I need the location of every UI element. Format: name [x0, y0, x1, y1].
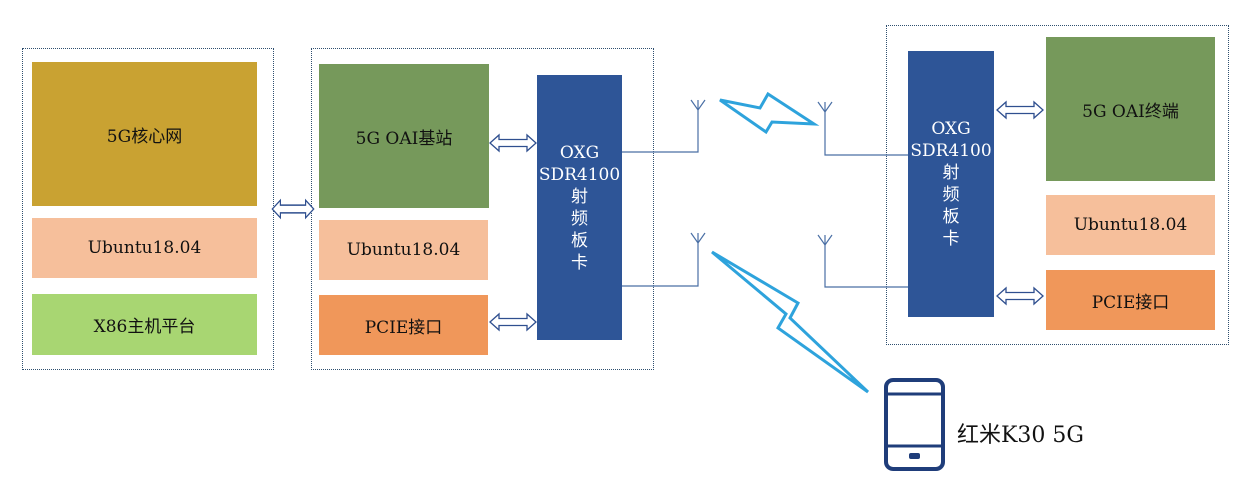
ue-pcie-block: PCIE接口 — [1046, 270, 1215, 330]
lightning-icon — [719, 91, 820, 135]
smartphone-icon — [884, 378, 945, 471]
lightning-icon — [711, 250, 870, 394]
antenna-icon — [690, 99, 706, 111]
phone-label: 红米K30 5G — [957, 423, 1084, 448]
x86-platform-block: X86主机平台 — [32, 294, 257, 355]
gnb-sdr-line-4: 频 — [571, 208, 588, 229]
gnb-sdr-card: OXG SDR4100 射 频 板 卡 — [537, 75, 622, 340]
core-os-block: Ubuntu18.04 — [32, 218, 257, 278]
double-arrow-icon — [271, 199, 315, 219]
gnb-os-block: Ubuntu18.04 — [319, 220, 488, 280]
ue-sdr-line-6: 卡 — [942, 229, 960, 249]
ue-os-block: Ubuntu18.04 — [1046, 195, 1215, 255]
ue-sdr-card: OXG SDR4100 射 频 板 卡 — [908, 51, 994, 317]
ue-sdr-line-1: OXG — [931, 119, 971, 139]
ue-sdr-line-4: 频 — [942, 185, 960, 205]
ue-sdr-line-5: 板 — [942, 207, 960, 227]
gnb-sdr-line-6: 卡 — [571, 252, 588, 273]
terminal-group — [886, 25, 1229, 345]
double-arrow-icon — [489, 134, 537, 152]
antenna-icon — [817, 101, 833, 113]
gnb-block: 5G OAI基站 — [319, 64, 489, 208]
gnb-sdr-line-1: OXG — [559, 142, 600, 163]
ue-sdr-line-3: 射 — [942, 163, 960, 183]
ue-block: 5G OAI终端 — [1046, 37, 1215, 181]
gnb-pcie-block: PCIE接口 — [319, 295, 488, 355]
double-arrow-icon — [996, 101, 1044, 119]
gnb-sdr-line-5: 板 — [571, 230, 588, 251]
double-arrow-icon — [996, 287, 1044, 305]
double-arrow-icon — [489, 313, 537, 331]
antenna-icon — [817, 234, 833, 246]
gnb-sdr-line-3: 射 — [571, 186, 588, 207]
gnb-sdr-line-2: SDR4100 — [538, 164, 621, 185]
ue-sdr-line-2: SDR4100 — [910, 141, 992, 161]
core-network-block: 5G核心网 — [32, 62, 257, 206]
antenna-icon — [690, 232, 706, 244]
